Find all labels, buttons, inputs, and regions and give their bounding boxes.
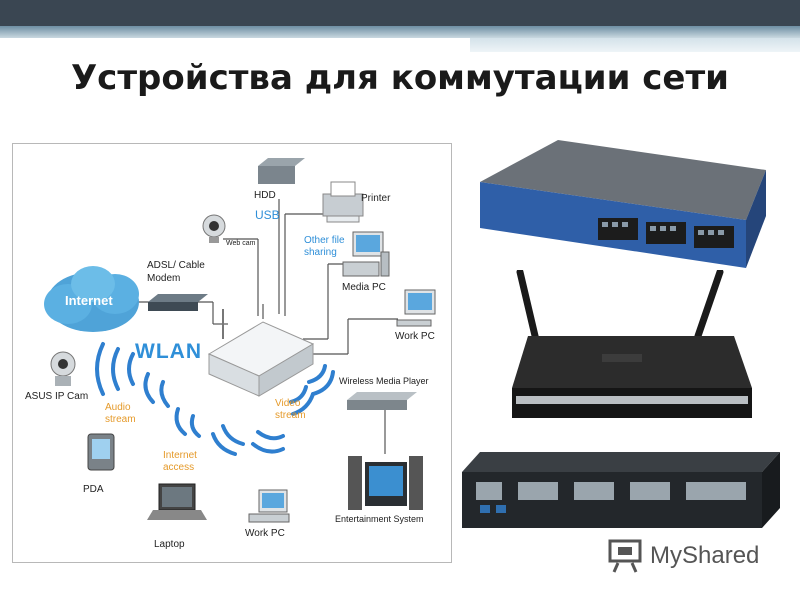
webcam-icon <box>202 214 226 243</box>
label-adsl-2: Modem <box>147 273 181 284</box>
label-hdd: HDD <box>254 190 276 201</box>
label-pda: PDA <box>83 484 104 495</box>
label-other-file-2: sharing <box>304 247 337 258</box>
slide-title: Устройства для коммутации сети <box>70 58 730 98</box>
label-usb: USB <box>255 208 280 222</box>
label-internet: Internet <box>65 293 113 308</box>
label-wlan: WLAN <box>135 340 202 363</box>
label-audio-stream-2: stream <box>105 414 136 425</box>
wireless-router-image <box>508 268 758 427</box>
internet-cloud-icon <box>44 266 139 332</box>
label-video-stream-1: Video <box>275 398 301 409</box>
watermark-text: MyShared <box>650 542 760 569</box>
label-webcam: Web cam <box>226 240 256 247</box>
laptop-icon <box>147 483 207 520</box>
label-work-pc-bottom: Work PC <box>245 528 285 539</box>
network-switch-image <box>478 140 768 275</box>
label-wireless-media-player: Wireless Media Player <box>339 376 429 386</box>
label-printer: Printer <box>361 193 391 204</box>
label-media-pc: Media PC <box>342 282 386 293</box>
slide-header-stripe <box>0 26 800 38</box>
label-internet-access-1: Internet <box>163 450 197 461</box>
slide-header-bar <box>0 0 800 26</box>
slide-header-accent <box>470 38 800 52</box>
media-pc-icon <box>342 231 390 277</box>
rack-router-image <box>458 440 784 537</box>
network-diagram: HDD USB Printer Web cam Other file shari… <box>12 143 452 563</box>
pda-icon <box>87 433 115 471</box>
label-video-stream-2: stream <box>275 410 306 421</box>
label-internet-access-2: access <box>163 462 195 473</box>
network-diagram-graphic <box>44 158 436 523</box>
printer-icon <box>322 181 364 223</box>
hdd-icon <box>258 158 305 184</box>
wireless-router-icon <box>207 309 315 397</box>
projector-screen-icon <box>608 539 642 573</box>
myshared-watermark: MyShared <box>606 536 759 576</box>
entertainment-system-icon <box>348 456 423 510</box>
label-audio-stream-1: Audio <box>105 402 131 413</box>
wlan-signal-waves <box>95 342 335 456</box>
label-adsl-1: ADSL/ Cable <box>147 260 205 271</box>
label-asus-ip-cam: ASUS IP Cam <box>25 391 89 402</box>
label-other-file-1: Other file <box>304 235 345 246</box>
work-pc-bottom-icon <box>248 489 290 523</box>
work-pc-top-icon <box>396 289 436 327</box>
label-work-pc-top: Work PC <box>395 331 435 342</box>
label-entertainment-system: Entertainment System <box>335 514 424 524</box>
adsl-modem-icon <box>148 294 208 311</box>
wireless-media-player-icon <box>347 392 417 410</box>
ip-camera-icon <box>50 351 76 386</box>
label-laptop: Laptop <box>154 539 185 550</box>
